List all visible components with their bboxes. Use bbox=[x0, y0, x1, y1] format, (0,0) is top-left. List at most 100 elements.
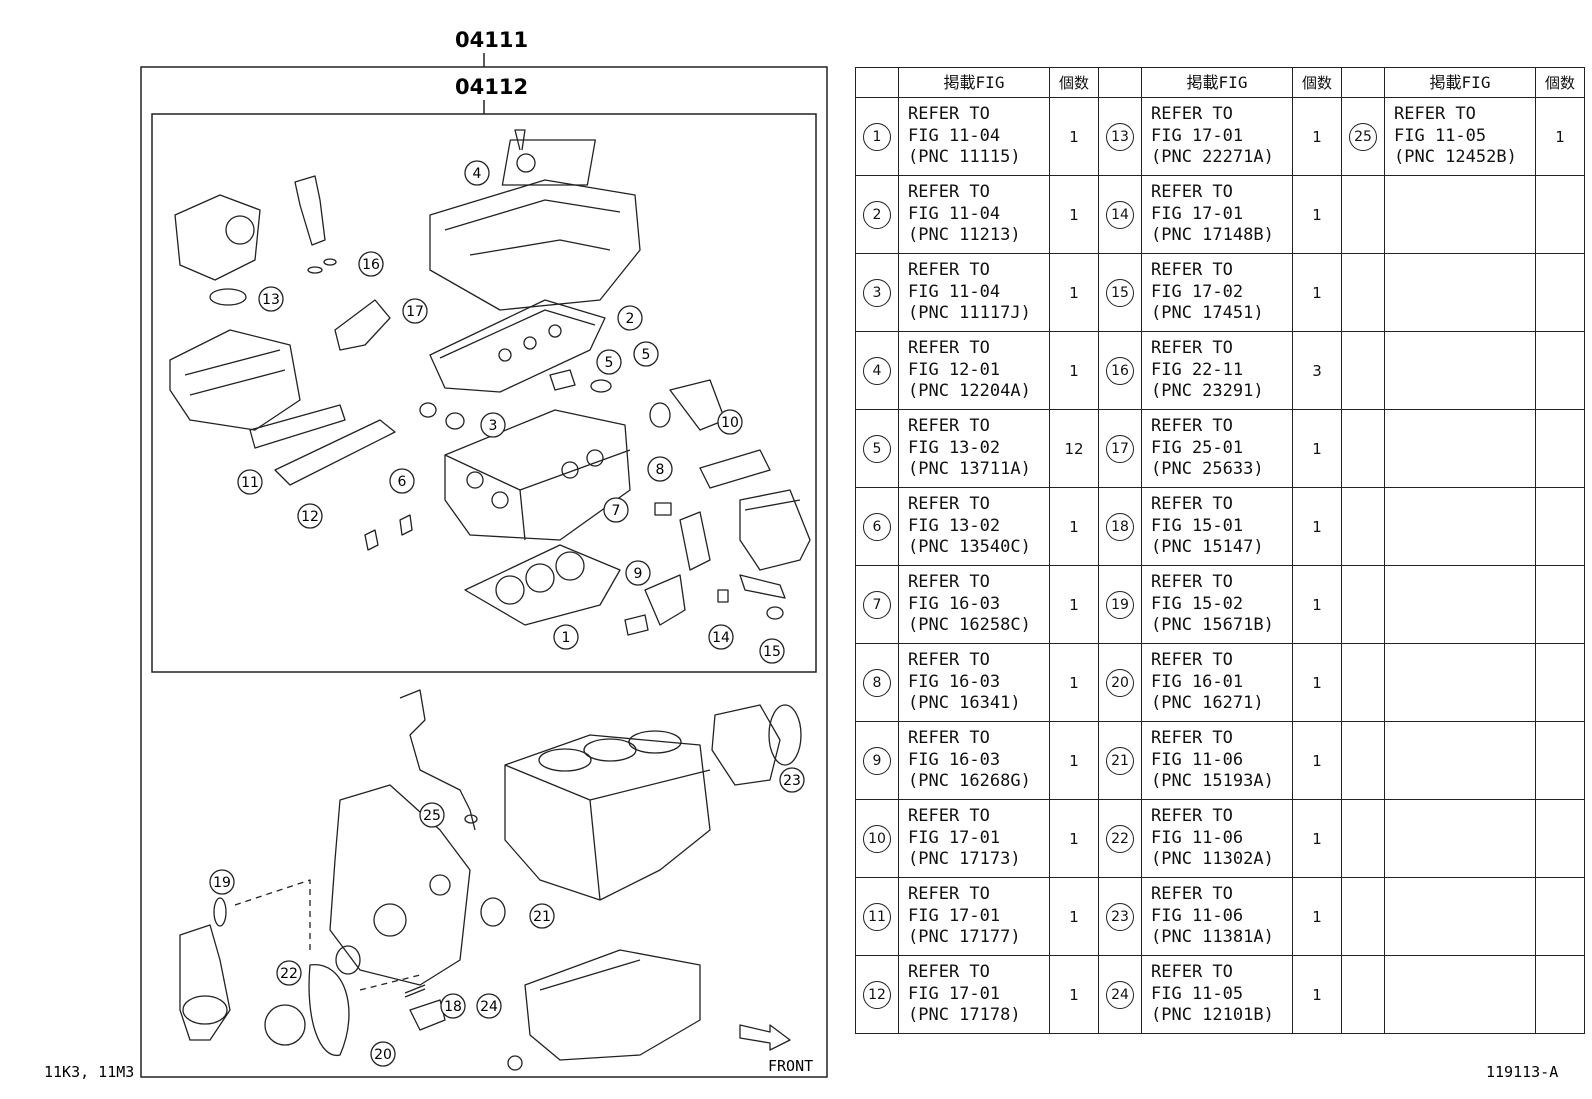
figure-reference-line: (PNC 11381A) bbox=[1151, 927, 1274, 948]
callout-circle bbox=[464, 160, 490, 186]
figure-reference-line: FIG 15-01 bbox=[1151, 515, 1244, 536]
quantity-cell: 1 bbox=[1049, 799, 1099, 878]
quantity-cell: 1 bbox=[1292, 253, 1342, 332]
figure-reference-line: REFER TO bbox=[908, 494, 990, 515]
item-number-cell: 11 bbox=[855, 877, 899, 956]
item-number-badge: 6 bbox=[863, 512, 891, 541]
front-label: FRONT bbox=[768, 1057, 813, 1075]
item-number-cell: 13 bbox=[1098, 97, 1142, 176]
figure-reference-line: (PNC 11115) bbox=[908, 147, 1021, 168]
callout-bubble: 11 bbox=[237, 469, 263, 495]
figure-reference-line: (PNC 15671B) bbox=[1151, 615, 1274, 636]
callout-bubble: 5 bbox=[596, 349, 622, 375]
figure-reference-line: (PNC 23291) bbox=[1151, 381, 1264, 402]
figure-reference-line: REFER TO bbox=[908, 650, 990, 671]
item-number-badge: 25 bbox=[1349, 122, 1377, 151]
item-number-badge: 16 bbox=[1106, 356, 1134, 385]
figure-reference-line: REFER TO bbox=[1151, 728, 1233, 749]
figure-reference-line: REFER TO bbox=[1151, 494, 1233, 515]
cylinder-head-drawing bbox=[444, 409, 631, 541]
callout-number: 7 bbox=[612, 503, 621, 519]
callout-bubble: 20 bbox=[370, 1041, 396, 1067]
item-number-cell: 12 bbox=[855, 955, 899, 1034]
figure-reference-line: FIG 17-01 bbox=[1151, 203, 1244, 224]
quantity-cell bbox=[1535, 877, 1585, 956]
item-number-badge: 5 bbox=[863, 434, 891, 463]
assembly-number-04111: 04111 bbox=[455, 28, 528, 52]
callout-circle bbox=[419, 802, 445, 828]
quantity-cell bbox=[1535, 175, 1585, 254]
callout-bubble: 3 bbox=[480, 412, 506, 438]
figure-reference-line: (PNC 11117J) bbox=[908, 303, 1031, 324]
figure-reference-line: REFER TO bbox=[1151, 416, 1233, 437]
callout-bubble: 21 bbox=[529, 903, 555, 929]
callout-number: 9 bbox=[634, 566, 643, 582]
item-number-cell: 22 bbox=[1098, 799, 1142, 878]
header-qty-3: 個数 bbox=[1535, 67, 1585, 98]
part-drawings bbox=[169, 129, 811, 1071]
figure-reference-line: FIG 17-02 bbox=[1151, 281, 1244, 302]
outer-frame bbox=[140, 66, 828, 1078]
cylinder-block-drawing bbox=[504, 734, 711, 901]
item-number-badge: 14 bbox=[1106, 200, 1134, 229]
figure-reference-cell bbox=[1384, 565, 1536, 644]
figure-reference-line: (PNC 12452B) bbox=[1394, 147, 1517, 168]
figure-reference-line: (PNC 12204A) bbox=[908, 381, 1031, 402]
figure-reference-line: (PNC 16341) bbox=[908, 693, 1021, 714]
callout-circle bbox=[529, 903, 555, 929]
callout-number: 18 bbox=[444, 999, 462, 1015]
figure-reference-line: (PNC 16271) bbox=[1151, 693, 1264, 714]
figure-reference-line: (PNC 15193A) bbox=[1151, 771, 1274, 792]
callout-bubble: 25 bbox=[419, 802, 445, 828]
quantity-cell: 1 bbox=[1292, 409, 1342, 488]
figure-reference-cell bbox=[1384, 331, 1536, 410]
figure-reference-line: REFER TO bbox=[1151, 572, 1233, 593]
quantity-cell: 1 bbox=[1049, 643, 1099, 722]
callout-number: 6 bbox=[398, 474, 407, 490]
item-number-cell bbox=[1341, 955, 1385, 1034]
item-number-cell bbox=[1341, 253, 1385, 332]
callout-bubble: 15 bbox=[759, 638, 785, 664]
callout-number: 8 bbox=[656, 462, 665, 478]
quantity-cell: 1 bbox=[1535, 97, 1585, 176]
figure-reference-line: FIG 12-01 bbox=[908, 359, 1001, 380]
callout-circle bbox=[553, 624, 579, 650]
figure-reference-line: (PNC 17177) bbox=[908, 927, 1021, 948]
quantity-cell bbox=[1535, 409, 1585, 488]
callout-number: 4 bbox=[473, 166, 482, 182]
quantity-cell bbox=[1535, 799, 1585, 878]
item-number-cell: 7 bbox=[855, 565, 899, 644]
injector-drawing bbox=[294, 175, 326, 246]
timing-cover-drawing bbox=[329, 784, 471, 986]
item-number-badge: 2 bbox=[863, 200, 891, 229]
figure-reference-line: FIG 13-02 bbox=[908, 515, 1001, 536]
callout-bubble: 23 bbox=[779, 767, 805, 793]
figure-reference-cell bbox=[1384, 253, 1536, 332]
item-number-cell bbox=[1341, 409, 1385, 488]
callout-number: 21 bbox=[533, 909, 551, 925]
quantity-cell: 1 bbox=[1049, 97, 1099, 176]
header-fig-1: 掲載FIG bbox=[898, 67, 1050, 98]
item-number-cell: 21 bbox=[1098, 721, 1142, 800]
item-number-cell: 18 bbox=[1098, 487, 1142, 566]
item-number-badge: 21 bbox=[1106, 746, 1134, 775]
figure-reference-line: FIG 13-02 bbox=[908, 437, 1001, 458]
